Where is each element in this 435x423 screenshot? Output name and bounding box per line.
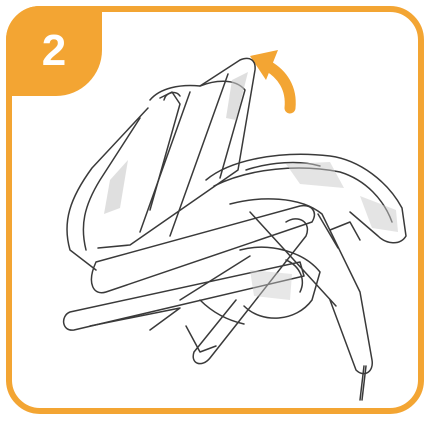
stroller-frame	[64, 199, 373, 400]
rotate-up-arrow-icon	[250, 50, 290, 108]
backrest-panel	[206, 154, 406, 243]
seat-panels	[67, 58, 255, 270]
